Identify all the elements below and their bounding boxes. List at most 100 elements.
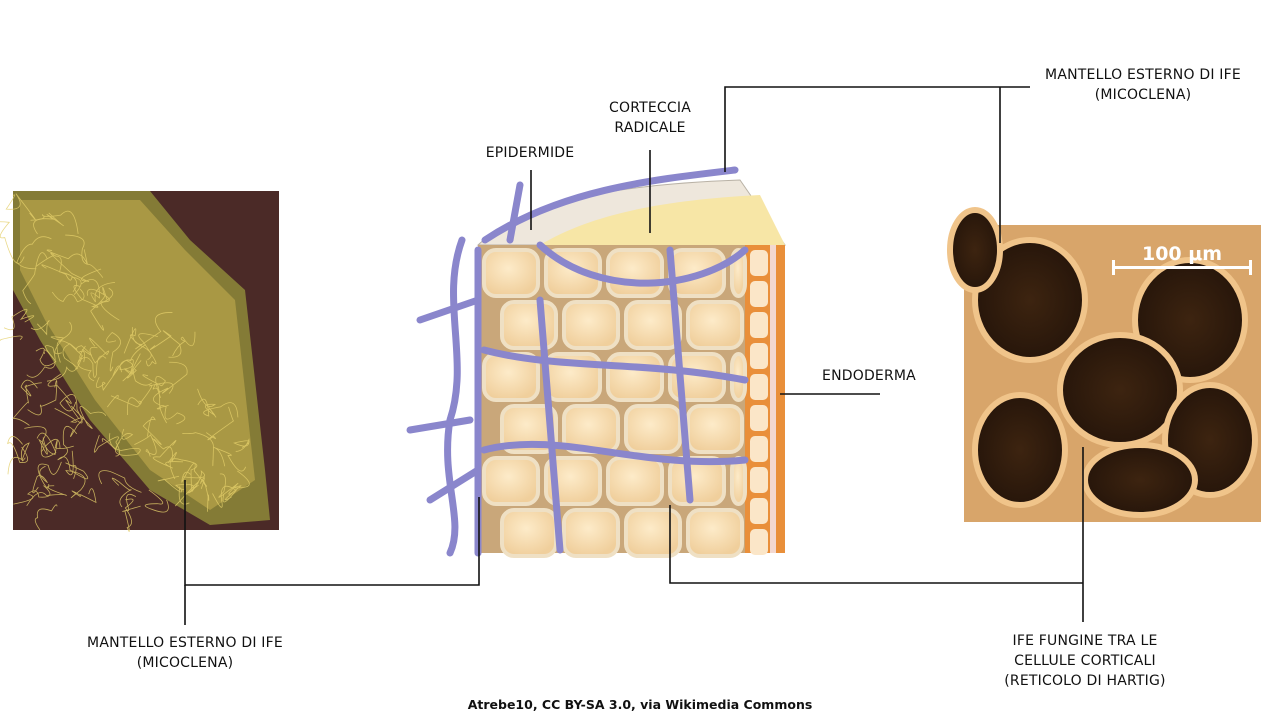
hypha-fiber <box>90 286 108 331</box>
leader-lines <box>184 86 1084 625</box>
hypha-fiber <box>131 312 173 350</box>
endodermis-cell <box>750 467 768 493</box>
hypha-fiber <box>30 210 79 234</box>
hypha-fiber <box>200 477 210 512</box>
hypha-fiber <box>112 344 146 377</box>
hypha-fiber <box>38 438 61 455</box>
hypha-fiber <box>33 212 64 235</box>
hypha-fiber <box>218 473 239 498</box>
cortical-cell <box>562 300 620 350</box>
hypha-fiber <box>152 440 184 469</box>
endodermis-cell <box>750 529 768 555</box>
hypha <box>536 241 749 287</box>
hypha-fiber <box>182 432 214 467</box>
label-mantle-left: MANTELLO ESTERNO DI IFE (MICOCLENA) <box>87 633 283 673</box>
hypha-fiber <box>122 493 141 512</box>
label-line: IFE FUNGINE TRA LE <box>1012 633 1158 649</box>
hypha-fiber <box>157 475 190 505</box>
hypha-fiber <box>212 485 237 508</box>
hypha-fiber <box>197 398 239 418</box>
hypha-fiber <box>109 433 141 456</box>
label-endodermis: ENDODERMA <box>822 368 916 384</box>
endodermis-cell <box>750 343 768 369</box>
hypha <box>480 346 749 384</box>
hypha-fiber <box>27 380 58 416</box>
hypha <box>536 296 564 554</box>
hypha-fiber <box>152 383 169 410</box>
cortical-cell <box>606 456 664 506</box>
cortical-cell <box>500 508 558 558</box>
hypha-fiber <box>16 236 52 270</box>
hypha-fiber <box>93 435 120 457</box>
endodermis-cell <box>750 405 768 431</box>
hypha-fiber <box>86 288 120 321</box>
hypha-fiber <box>26 345 56 378</box>
cortical-cell <box>624 508 682 558</box>
hypha-fiber <box>34 504 58 531</box>
cortical-cell <box>562 508 620 558</box>
label-line: (RETICOLO DI HARTIG) <box>1004 673 1166 689</box>
hypha-fiber <box>5 193 36 220</box>
hypha-fiber <box>37 461 62 489</box>
hypha-fiber <box>127 382 174 416</box>
cortical-cell <box>544 456 602 506</box>
hypha-fiber <box>77 355 107 378</box>
sem-cell <box>1057 332 1183 448</box>
sem-cell <box>1082 442 1198 518</box>
hypha-fiber <box>59 394 83 424</box>
cortical-cell <box>500 300 558 350</box>
hypha <box>506 181 524 244</box>
endodermis-cell <box>750 436 768 462</box>
hypha <box>426 466 482 504</box>
hypha-fiber <box>50 252 102 283</box>
hypha-fiber <box>0 221 25 264</box>
hypha-fiber <box>134 434 157 457</box>
hypha-fiber <box>127 360 153 386</box>
hypha-fiber <box>182 470 206 494</box>
label-hartig-net: IFE FUNGINE TRA LE CELLULE CORTICALI (RE… <box>1004 631 1165 691</box>
hypha-fiber <box>224 470 250 501</box>
cortical-cell <box>686 300 744 350</box>
hypha-fiber <box>233 438 250 452</box>
hypha-fiber <box>57 425 78 470</box>
root-section-illustration <box>406 166 786 558</box>
cortical-cell <box>686 404 744 454</box>
hypha <box>666 246 694 504</box>
hypha-fiber <box>151 437 177 464</box>
sem-cell <box>947 207 1003 293</box>
hypha-fiber <box>7 436 29 463</box>
hypha-fiber <box>142 374 166 398</box>
endodermis-cell <box>750 250 768 276</box>
hypha-fiber <box>35 347 57 367</box>
hypha-fiber <box>35 255 77 293</box>
label-line: (MICOCLENA) <box>1094 87 1192 103</box>
hypha-fiber <box>172 331 196 357</box>
hypha-fiber <box>50 321 73 355</box>
label-line: MANTELLO ESTERNO DI IFE <box>1045 67 1241 83</box>
hypha-fiber <box>32 465 48 494</box>
hypha-fiber <box>46 249 88 265</box>
hypha-fiber <box>70 405 107 429</box>
hypha-fiber <box>106 331 121 372</box>
hypha-fiber <box>56 340 78 370</box>
label-mantle-right: MANTELLO ESTERNO DI IFE (MICOCLENA) <box>1045 65 1241 105</box>
hypha-fiber <box>26 485 68 507</box>
cortical-cell <box>624 404 682 454</box>
cortical-cell <box>482 248 540 298</box>
scale-bar-label: 100 μm <box>1141 243 1223 265</box>
cortical-cell <box>500 404 558 454</box>
root-tip-photo <box>0 191 279 532</box>
cortical-cell <box>606 352 664 402</box>
hypha-fiber <box>111 477 132 508</box>
endodermis-cell <box>750 281 768 307</box>
cortical-cell <box>624 300 682 350</box>
hypha-fiber <box>174 481 199 507</box>
hypha-fiber <box>42 437 74 455</box>
hypha-fiber <box>138 333 158 367</box>
hypha-fiber <box>65 462 89 480</box>
cortical-cell <box>606 248 664 298</box>
hartig-net-photo <box>947 207 1261 522</box>
cortical-cell <box>686 508 744 558</box>
label-line: (MICOCLENA) <box>136 655 234 671</box>
